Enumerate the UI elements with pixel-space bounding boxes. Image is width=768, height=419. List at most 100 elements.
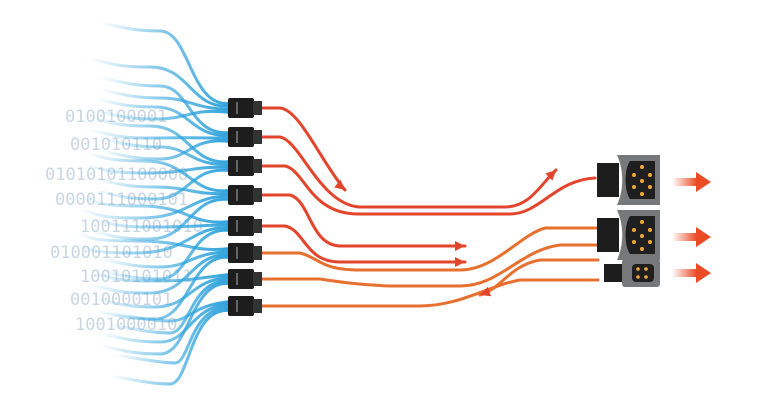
blue-cable: [83, 163, 232, 175]
input-connector: [228, 296, 262, 316]
pin: [648, 185, 652, 189]
blue-cable: [73, 231, 232, 251]
blue-cable: [93, 177, 232, 196]
pin: [640, 165, 644, 169]
connector-body: [597, 163, 619, 197]
connector-tip: [253, 219, 262, 233]
connector-tip: [253, 188, 262, 202]
blue-cable: [93, 97, 232, 138]
output-connectors: [597, 155, 711, 287]
connector-detail: [236, 160, 238, 172]
red-cable: [260, 193, 467, 248]
connector-tip: [253, 130, 262, 144]
blue-cable: [88, 252, 232, 295]
connector-body: [228, 269, 254, 289]
input-connector: [228, 216, 262, 236]
input-connector: [228, 98, 262, 118]
blue-cable: [93, 168, 232, 201]
blue-cable-bundle: [73, 21, 232, 386]
red-cable: [260, 164, 597, 216]
output-connector-7pin: [597, 210, 660, 260]
blue-cable: [88, 197, 232, 241]
pin: [636, 275, 640, 279]
blue-cable: [108, 278, 232, 335]
blue-cable: [98, 139, 232, 161]
blue-cable: [108, 300, 232, 323]
plug-face: [632, 264, 654, 282]
blue-cable: [98, 21, 232, 106]
connector-tip: [253, 101, 262, 115]
plug-face: [625, 161, 655, 199]
blue-cable: [108, 308, 232, 386]
connector-detail: [236, 220, 238, 232]
connector-body: [228, 98, 254, 118]
arrow-head: [696, 227, 711, 247]
blue-cable: [98, 76, 232, 135]
blue-cable: [93, 109, 232, 121]
output-arrow-icon: [672, 172, 711, 192]
pin: [648, 240, 652, 244]
cable-arrowhead-icon: [455, 257, 465, 267]
binary-text: 0000111000101: [55, 190, 188, 210]
plug-face: [625, 216, 655, 254]
pin: [632, 173, 636, 177]
cable-arrowhead-icon: [455, 241, 465, 251]
pin: [640, 179, 644, 183]
connector-tip: [253, 159, 262, 173]
red-cable: [260, 224, 467, 264]
pin: [632, 240, 636, 244]
red-cable-routes: [260, 106, 600, 308]
blue-cable: [88, 128, 232, 140]
blue-cable: [98, 303, 232, 344]
connector-tip: [253, 246, 262, 260]
pin: [648, 173, 652, 177]
connector-detail: [236, 189, 238, 201]
arrowhead: [455, 241, 465, 251]
input-connector: [228, 127, 262, 147]
input-connector: [228, 243, 262, 263]
arrowhead: [545, 170, 556, 181]
connector-body: [228, 185, 254, 205]
cable-arrowhead-icon: [545, 170, 556, 181]
pin: [648, 228, 652, 232]
connector-detail: [236, 273, 238, 285]
binary-text: 01010101100000: [45, 165, 188, 185]
arrowhead: [455, 257, 465, 267]
cable-arrowhead-icon: [334, 179, 345, 190]
blue-cable: [83, 151, 232, 193]
blue-cable: [78, 196, 232, 224]
binary-text: 0100100001: [65, 107, 167, 127]
red-cable: [260, 106, 347, 192]
connector-detail: [236, 300, 238, 312]
blue-cable: [98, 88, 232, 111]
red-cable: [478, 258, 600, 297]
red-cable: [260, 135, 558, 209]
output-connector-4pin: [604, 259, 660, 287]
connector-body: [228, 127, 254, 147]
blue-cable: [88, 271, 232, 283]
binary-text: 0010000101: [70, 290, 172, 310]
arrowhead: [334, 179, 345, 190]
connector-tip: [253, 272, 262, 286]
arrow-head: [696, 172, 711, 192]
connector-body: [228, 296, 254, 316]
pin: [640, 247, 644, 251]
pin: [632, 228, 636, 232]
pin: [632, 185, 636, 189]
connector-detail: [236, 102, 238, 114]
arrow-shaft: [672, 178, 697, 186]
pin: [636, 267, 640, 271]
red-cable: [260, 226, 600, 272]
connector-body: [228, 216, 254, 236]
input-connectors: [228, 98, 262, 316]
arrowhead: [480, 286, 492, 297]
connector-detail: [236, 131, 238, 143]
blue-cable: [88, 116, 232, 164]
input-connector: [228, 185, 262, 205]
blue-cable: [98, 137, 232, 167]
red-cable: [260, 243, 600, 288]
blue-cable: [98, 228, 232, 281]
cable-arrowhead-icon: [480, 286, 492, 297]
output-connector-7pin: [597, 155, 660, 205]
blue-cable: [93, 276, 232, 309]
